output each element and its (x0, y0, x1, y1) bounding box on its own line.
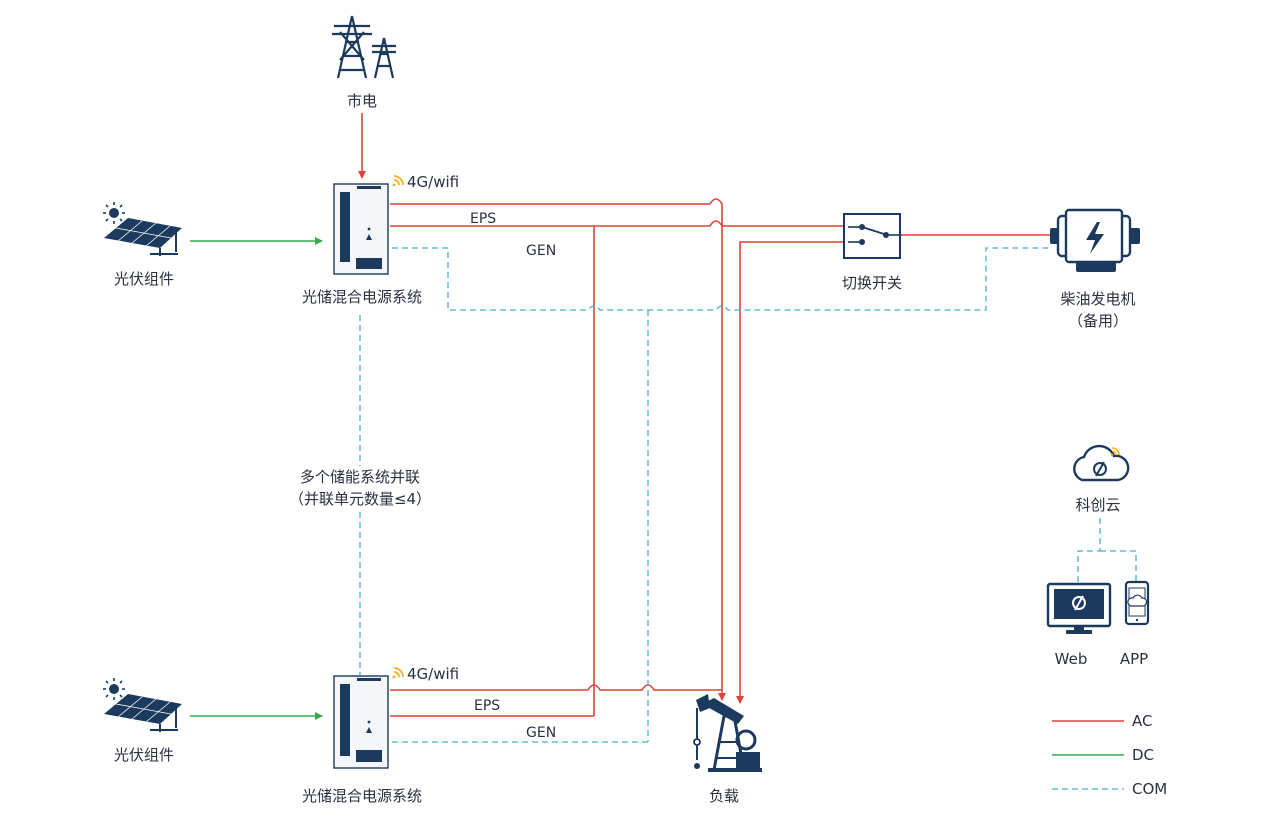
gen-bottom-label: GEN (526, 725, 556, 741)
gen-top-label: GEN (526, 243, 556, 259)
parallel-label: 多个储能系统并联 (300, 468, 420, 486)
hybrid-top-label: 光储混合电源系统 (302, 288, 422, 306)
sun-icon (103, 202, 125, 224)
power-tower-icon (332, 15, 396, 79)
transfer-switch-icon (843, 213, 901, 259)
wifi-signal-icon (392, 667, 404, 679)
hybrid-cabinet-icon (333, 183, 389, 275)
legend: AC DC COM (1052, 712, 1167, 798)
diesel-generator-icon (1050, 208, 1140, 272)
eps-bottom-label: EPS (474, 698, 500, 714)
sun-icon (103, 678, 125, 700)
app-label: APP (1120, 650, 1148, 668)
solar-panel-icon (104, 218, 182, 256)
top-eps-to-load-line (390, 198, 726, 701)
com-top-line (392, 247, 1052, 311)
switch-to-load-line (736, 241, 848, 704)
web-label: Web (1055, 650, 1088, 668)
generator-sublabel: （备用） (1068, 312, 1128, 330)
legend-dc-label: DC (1132, 746, 1154, 764)
bottom-eps-line (390, 684, 722, 691)
legend-com-label: COM (1132, 780, 1167, 798)
generator-label: 柴油发电机 (1060, 290, 1135, 308)
hybrid-bottom-label: 光储混合电源系统 (302, 787, 422, 805)
pv-top-label: 光伏组件 (114, 270, 174, 288)
hybrid-cabinet-icon (333, 675, 389, 769)
parallel-sublabel: （并联单元数量≤4） (289, 490, 431, 508)
legend-ac-label: AC (1132, 712, 1152, 730)
switch-label: 切换开关 (842, 274, 902, 292)
load-label: 负载 (709, 787, 739, 805)
wifi-bottom-label: 4G/wifi (407, 665, 459, 683)
cloud-to-devices-line (1077, 518, 1137, 582)
wifi-top-label: 4G/wifi (407, 173, 459, 191)
monitor-icon (1046, 582, 1112, 634)
pump-jack-icon (693, 694, 762, 772)
phone-icon (1124, 580, 1150, 626)
solar-panel-icon (104, 694, 182, 732)
top-gen-to-switch-line (390, 220, 848, 227)
grid-label: 市电 (347, 92, 377, 110)
cloud-icon (1073, 444, 1130, 482)
cloud-label: 科创云 (1075, 496, 1120, 514)
wifi-signal-icon (392, 175, 404, 187)
eps-top-label: EPS (470, 211, 496, 227)
pv-bottom-label: 光伏组件 (114, 746, 174, 764)
